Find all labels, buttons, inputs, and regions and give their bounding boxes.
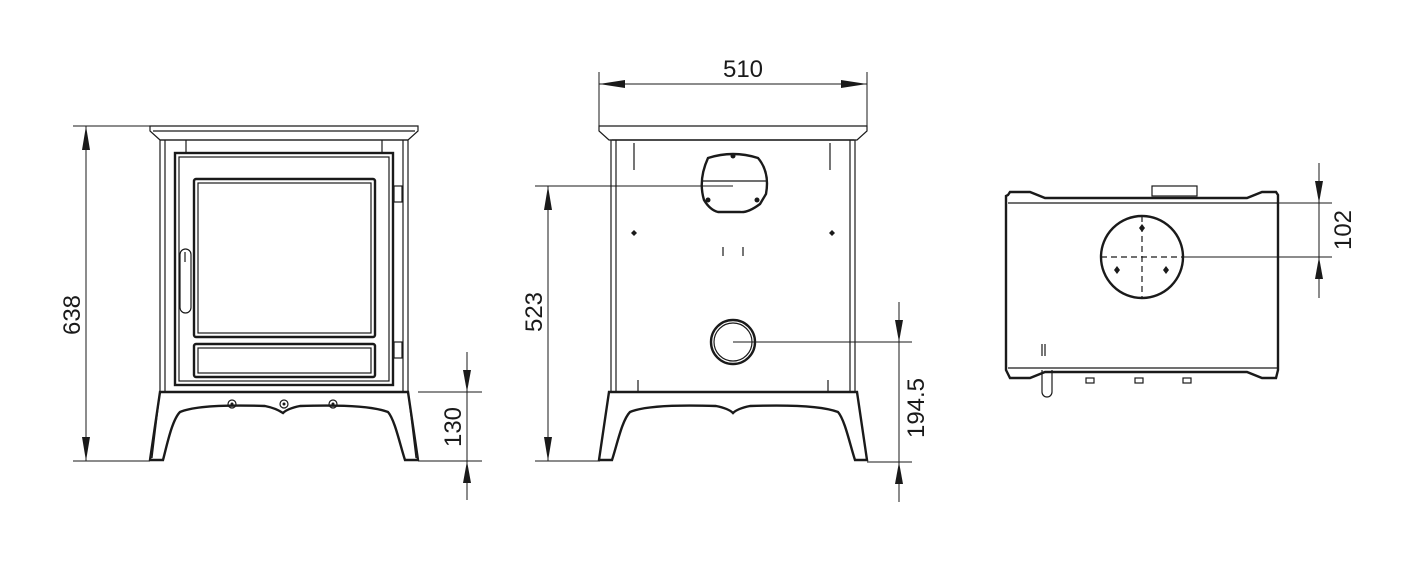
- rear-view: [597, 125, 869, 462]
- dimension-top-flue-offset: 102: [1183, 163, 1357, 298]
- dimension-overall-height: 638: [59, 125, 150, 462]
- rear-outlet-height-label: 194.5: [903, 378, 930, 438]
- front-view: [148, 125, 420, 462]
- overall-height-label: 638: [59, 295, 86, 335]
- leg-height-label: 130: [440, 407, 467, 447]
- top-flue-offset-label: 102: [1330, 210, 1357, 250]
- overall-width-label: 510: [723, 56, 763, 83]
- dimension-overall-width: 510: [598, 56, 868, 126]
- dimension-leg-height: 130: [418, 352, 482, 500]
- rear-flue-height-label: 523: [521, 292, 548, 332]
- dimension-rear-flue-height: 523: [521, 185, 733, 462]
- dimension-rear-outlet-height: 194.5: [733, 302, 930, 502]
- top-view: [1004, 185, 1280, 398]
